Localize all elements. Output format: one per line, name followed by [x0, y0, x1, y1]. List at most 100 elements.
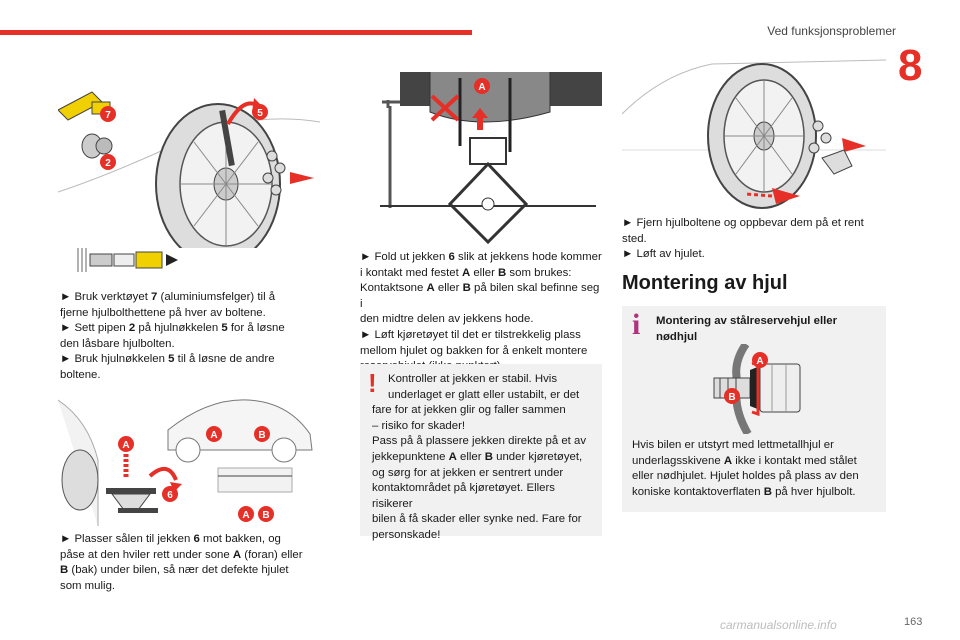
callout-7 [100, 106, 116, 122]
callout-2 [100, 154, 116, 170]
chapter-number: 8 [898, 41, 923, 90]
text-line: personskade! [372, 528, 441, 541]
text-span: på hver hjulbolt. [771, 485, 856, 498]
text-bold: 6 [448, 251, 455, 263]
text-line: nødhjul [656, 330, 698, 343]
figure-wheel-removed [622, 59, 886, 209]
text-span: på bilen skal befinne seg i [360, 282, 600, 310]
text-line: ► Bruk verktøyet 7 (aluminiumsfelger) ti… [60, 290, 322, 306]
text-bold: 7 [151, 291, 158, 303]
text-span: ikke i kontakt med stålet [732, 454, 857, 467]
text-line: B (bak) under bilen, så nær det defekte … [60, 563, 322, 579]
text-line: Kontaktsone A eller B på bilen skal befi… [360, 281, 602, 312]
text-bold: 2 [128, 322, 136, 335]
text-span: (foran) eller [241, 548, 303, 561]
text-line: påse at den hviler rett under sone A (fo… [60, 548, 322, 564]
text-line: eller nødhjulet. Hjulet holdes på plass … [632, 470, 859, 483]
figure-jack-position: A A B 6 A B [58, 399, 313, 526]
callout-2-label: 2 [105, 158, 111, 169]
callout-5 [252, 104, 268, 120]
text-line: koniske kontaktoverflaten B på hver hjul… [632, 485, 880, 501]
instructions-remove-wheel: ► Fjern hjulboltene og oppbevar dem på e… [622, 216, 886, 263]
text-line: boltene. [60, 368, 101, 381]
section-heading: Montering av hjul [622, 272, 788, 294]
text-span: påse at den hviler rett under sone [60, 548, 233, 561]
page-number: 163 [904, 616, 923, 628]
text-line: ► Sett pipen 2 på hjulnøkkelen 5 for å l… [60, 321, 322, 337]
text-line: fare for at jekken glir og faller sammen [372, 404, 566, 417]
figure-wheel-bolt-tools: 7 2 5 [58, 91, 320, 248]
text-bold: A [426, 282, 435, 295]
figure-tool-insertion [77, 248, 178, 272]
info-title: Montering av stålreservehjul eller nødhj… [656, 314, 876, 345]
text-span: på hjulnøkkelen [135, 322, 222, 335]
text-span: underlagsskivene [632, 454, 724, 467]
text-span: til å løsne de andre [174, 353, 275, 366]
text-line: den midtre delen av jekkens hode. [360, 313, 534, 326]
text-bold: B [498, 266, 507, 279]
section-title: Ved funksjonsproblemer [767, 24, 896, 38]
callout-6: 6 [167, 490, 173, 501]
text-line: – risiko for skader! [372, 419, 466, 432]
text-span: ► Bruk verktøyet [60, 291, 152, 303]
text-span: (bak) under bilen, så nær det defekte hj… [68, 564, 289, 577]
callout-5-label: 5 [257, 108, 263, 119]
text-span: ► Fold ut jekken [360, 251, 449, 263]
text-line: ► Løft av hjulet. [622, 248, 705, 261]
callout-A-sill: A [242, 510, 249, 521]
text-span: (aluminiumsfelger) til å [157, 291, 276, 303]
text-line: underlaget er glatt eller ustabilt, er d… [388, 388, 580, 401]
info-icon: i [632, 308, 641, 341]
warning-icon: ! [368, 368, 377, 398]
text-bold: A [461, 266, 471, 279]
text-line: mellom hjulet og bakken for å enkelt mon… [360, 344, 588, 357]
instructions-fold-jack: ► Fold ut jekken 6 slik at jekkens hode … [360, 250, 602, 375]
callout-B-sill: B [262, 510, 269, 521]
text-bold: 5 [168, 353, 175, 366]
watermark: carmanualsonline.info [720, 618, 837, 632]
text-line: jekkepunktene A eller B under kjøretøyet… [372, 450, 592, 466]
text-span: under kjøretøyet, [492, 450, 583, 463]
text-span: koniske kontaktoverflaten [632, 485, 764, 498]
text-line: fjerne hjulbolthettene på hver av bolten… [60, 306, 266, 319]
callout-A-head: A [478, 82, 485, 93]
text-line: den låsbare hjulbolten. [60, 337, 175, 350]
figure-wheel-bolt-section: A B [713, 344, 801, 434]
text-span: jekkepunktene [372, 450, 449, 463]
text-span: ► Sett pipen [60, 322, 129, 335]
callout-A-jack: A [122, 440, 129, 451]
text-bold: 5 [221, 322, 228, 335]
callout-B-cone: B [728, 392, 735, 403]
text-line: Pass på å plassere jekken direkte på et … [372, 435, 587, 448]
info-text: Hvis bilen er utstyrt med lettmetallhjul… [632, 438, 880, 500]
warning-box: ! Kontroller at jekken er stabil. Hvis u… [360, 364, 602, 541]
text-span: ► Plasser sålen til jekken [60, 533, 194, 545]
text-span: slik at jekkens hode kommer [454, 251, 602, 263]
text-line: bilen å få skader eller synke ned. Fare … [372, 513, 582, 526]
text-line: Hvis bilen er utstyrt med lettmetallhjul… [632, 439, 834, 451]
figure-jack-under-car: A [380, 72, 602, 244]
text-span: eller [470, 266, 499, 279]
info-box: i Montering av stålreservehjul eller nød… [622, 306, 886, 512]
text-line: Montering av stålreservehjul eller [656, 315, 838, 327]
text-bold: B [462, 282, 471, 295]
text-span: for å løsne [227, 322, 285, 335]
text-line: som mulig. [60, 579, 116, 592]
instructions-remove-bolts: ► Bruk verktøyet 7 (aluminiumsfelger) ti… [60, 290, 322, 384]
header-accent-bar [0, 30, 472, 35]
text-line: ► Fjern hjulboltene og oppbevar dem på e… [622, 217, 864, 229]
text-bold: B [484, 450, 493, 463]
text-line: i kontakt med festet A eller B som bruke… [360, 266, 602, 282]
text-span: ► Bruk hjulnøkkelen [60, 353, 169, 366]
text-bold: A [723, 454, 733, 467]
text-line: ► Fold ut jekken 6 slik at jekkens hode … [360, 250, 602, 266]
text-span: eller [434, 282, 463, 295]
text-bold: A [232, 548, 242, 561]
text-line: ► Plasser sålen til jekken 6 mot bakken,… [60, 532, 322, 548]
callout-7-label: 7 [105, 110, 111, 121]
callout-B-car: B [258, 430, 265, 441]
text-bold: A [448, 450, 457, 463]
text-line: Kontroller at jekken er stabil. Hvis [388, 373, 558, 385]
text-line: og sørg for at jekken er sentrert under [372, 466, 564, 479]
text-span: mot bakken, og [199, 533, 281, 545]
